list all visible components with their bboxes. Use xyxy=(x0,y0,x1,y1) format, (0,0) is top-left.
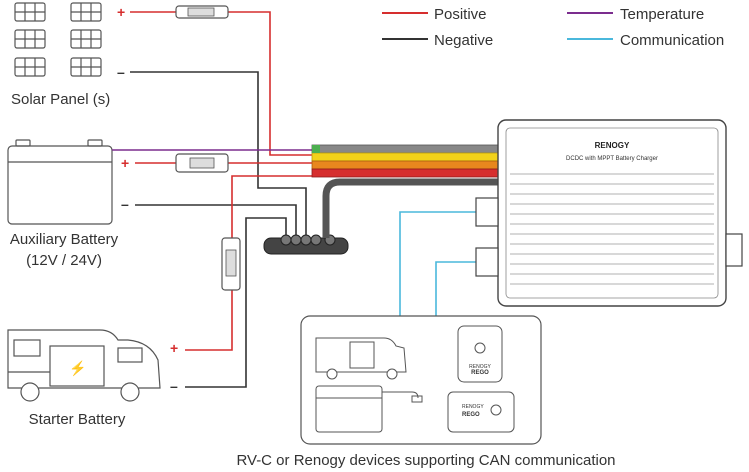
busbar-icon xyxy=(263,234,349,255)
fuse-icon xyxy=(175,5,229,19)
can-devices-box xyxy=(300,315,542,445)
can-port-icon xyxy=(475,197,499,227)
starter-plus-sign: + xyxy=(170,340,178,356)
solar-panel-label: Solar Panel (s) xyxy=(11,91,110,108)
rego-monitor-icon xyxy=(447,391,515,433)
rego-brand-1: RENOGY xyxy=(469,364,491,370)
starter-negative-wire xyxy=(185,217,287,388)
starter-minus-sign: – xyxy=(170,378,178,394)
fuse-icon xyxy=(221,237,241,291)
aux-negative-wire xyxy=(135,204,297,238)
solar-plus-sign: + xyxy=(117,4,125,20)
solar-panel-cell xyxy=(70,2,102,22)
solar-negative-wire xyxy=(130,71,307,238)
rego-brand-2: RENOGY xyxy=(462,404,484,410)
fuse-icon xyxy=(175,153,229,173)
charger-unit xyxy=(475,119,743,307)
aux-plus-sign: + xyxy=(121,155,129,171)
solar-panel-cell xyxy=(14,29,46,49)
can-caption: RV-C or Renogy devices supporting CAN co… xyxy=(236,452,615,469)
aux-battery-voltage-label: (12V / 24V) xyxy=(26,252,102,269)
solar-panel-cell xyxy=(14,57,46,77)
starter-positive-wire-main xyxy=(231,175,312,238)
solar-minus-sign: – xyxy=(117,64,125,80)
solar-panel-cell xyxy=(70,57,102,77)
solar-panel-icon xyxy=(14,2,102,77)
rego-controller-icon xyxy=(457,325,503,383)
solar-panel-cell xyxy=(70,29,102,49)
rv-icon xyxy=(7,329,161,402)
rego-button-icon xyxy=(490,404,502,416)
lightning-icon: ⚡ xyxy=(69,360,86,377)
solar-panel-cell xyxy=(14,2,46,22)
battery-device-icon xyxy=(315,385,423,433)
charger-brand: RENOGY xyxy=(595,141,630,150)
aux-minus-sign: – xyxy=(121,196,129,212)
rego-name-1: REGO xyxy=(471,370,489,376)
legend-positive-label: Positive xyxy=(434,6,487,23)
wires xyxy=(112,11,476,388)
charger-harness xyxy=(311,144,499,238)
starter-battery-label: Starter Battery xyxy=(29,411,126,428)
rego-name-2: REGO xyxy=(462,412,480,418)
legend: Positive Negative Temperature Communicat… xyxy=(382,6,724,49)
auxiliary-battery-icon xyxy=(7,139,113,225)
legend-temperature-label: Temperature xyxy=(620,6,704,23)
starter-positive-wire xyxy=(185,290,233,351)
can-port-icon xyxy=(475,247,499,277)
communication-wire-2 xyxy=(435,261,476,316)
charger-model: DCDC with MPPT Battery Charger xyxy=(566,156,658,162)
solar-positive-wire-main xyxy=(228,11,312,156)
legend-communication-label: Communication xyxy=(620,32,724,49)
aux-battery-label: Auxiliary Battery xyxy=(10,231,119,248)
legend-negative-label: Negative xyxy=(434,32,493,49)
communication-wire-1 xyxy=(399,211,476,316)
rv-device-icon xyxy=(315,337,407,380)
